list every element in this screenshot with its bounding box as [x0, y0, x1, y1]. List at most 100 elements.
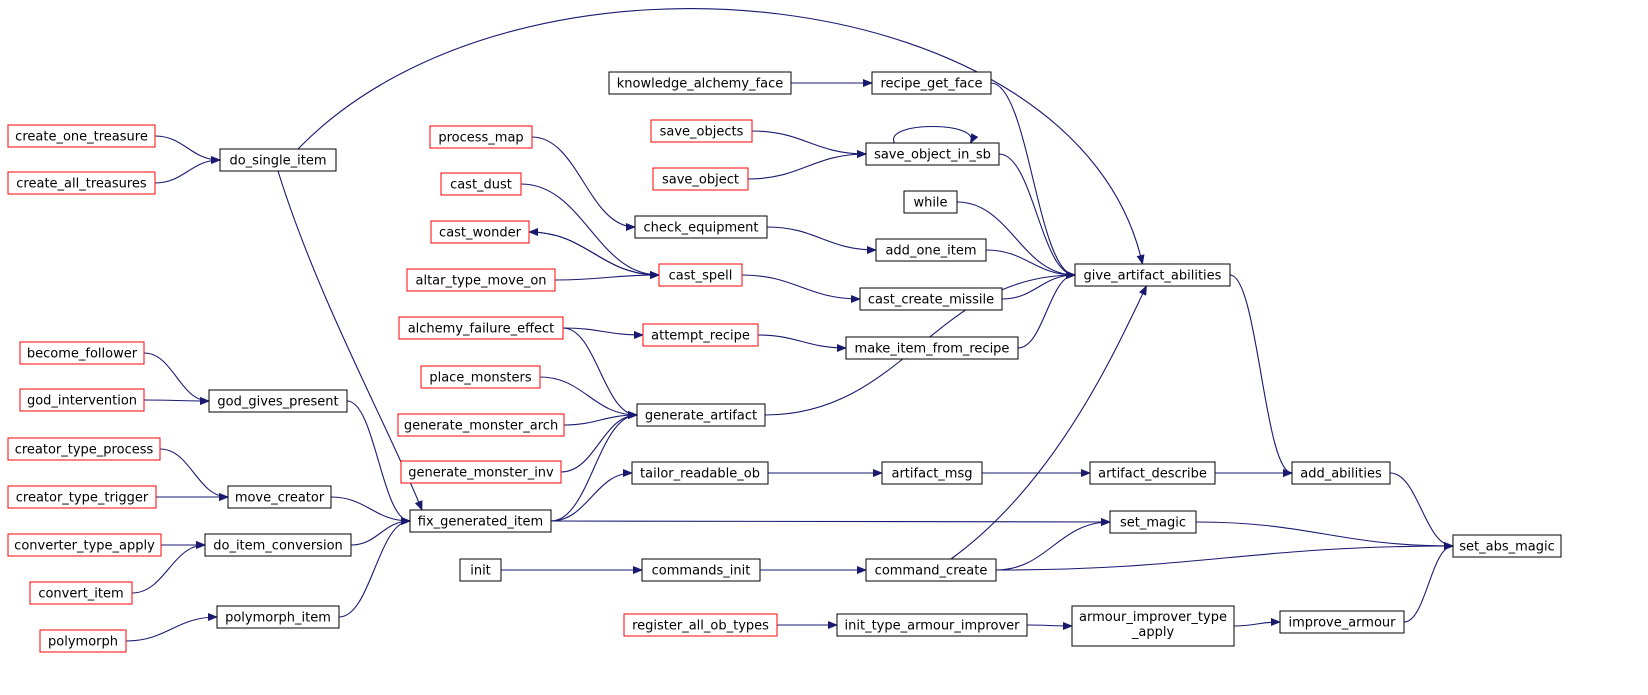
edge-cast_dust-to-cast_spell — [520, 183, 660, 279]
node-box — [865, 558, 997, 582]
edge-do_item_conversion-to-fix_generated_item — [350, 517, 411, 546]
node-process_map[interactable]: process_map — [429, 125, 533, 149]
edge-while-to-give_artifact_abilities — [956, 201, 1076, 279]
node-while[interactable]: while — [903, 190, 958, 214]
edge-polymorph_item-to-fix_generated_item — [338, 517, 411, 618]
node-armour_improver_type_apply[interactable]: armour_improver_type_apply — [1071, 605, 1235, 647]
edges-layer — [125, 8, 1454, 642]
node-artifact_describe[interactable]: artifact_describe — [1089, 461, 1216, 485]
node-set_magic[interactable]: set_magic — [1109, 510, 1197, 534]
node-save_objects[interactable]: save_objects — [650, 119, 753, 143]
node-box — [420, 365, 541, 389]
node-label: attempt_recipe — [651, 329, 750, 344]
node-recipe_get_face[interactable]: recipe_get_face — [871, 71, 992, 95]
node-label: make_item_from_recipe — [855, 342, 1010, 357]
node-label: cast_wonder — [439, 226, 522, 241]
edge-create_one_treasure-to-do_single_item — [154, 135, 221, 164]
node-label: save_object_in_sb — [874, 148, 991, 163]
node-label: armour_improver_type — [1079, 610, 1227, 625]
node-label: place_monsters — [429, 371, 532, 386]
node-do_item_conversion[interactable]: do_item_conversion — [204, 533, 352, 557]
node-label: add_one_item — [885, 244, 976, 259]
node-box — [636, 403, 766, 427]
node-attempt_recipe[interactable]: attempt_recipe — [642, 323, 759, 347]
node-label: knowledge_alchemy_face — [617, 77, 783, 92]
node-do_single_item[interactable]: do_single_item — [219, 148, 337, 172]
node-cast_spell[interactable]: cast_spell — [658, 263, 743, 287]
node-god_gives_present[interactable]: god_gives_present — [208, 389, 348, 413]
node-box — [204, 533, 352, 557]
node-box — [836, 613, 1028, 637]
node-place_monsters[interactable]: place_monsters — [420, 365, 541, 389]
node-save_object_in_sb[interactable]: save_object_in_sb — [865, 142, 1000, 166]
node-become_follower[interactable]: become_follower — [19, 341, 145, 365]
node-init_type_armour_improver[interactable]: init_type_armour_improver — [836, 613, 1028, 637]
node-generate_monster_arch[interactable]: generate_monster_arch — [397, 413, 565, 437]
node-box — [1071, 605, 1235, 647]
node-fix_generated_item[interactable]: fix_generated_item — [409, 509, 552, 533]
node-command_create[interactable]: command_create — [865, 558, 997, 582]
node-tailor_readable_ob[interactable]: tailor_readable_ob — [631, 461, 769, 485]
node-register_all_ob_types[interactable]: register_all_ob_types — [623, 613, 778, 637]
node-creator_type_trigger[interactable]: creator_type_trigger — [7, 485, 157, 509]
node-save_object[interactable]: save_object — [652, 167, 749, 191]
node-box — [29, 581, 133, 605]
node-converter_type_apply[interactable]: converter_type_apply — [7, 533, 162, 557]
node-polymorph[interactable]: polymorph — [39, 629, 127, 653]
node-init[interactable]: init — [459, 558, 502, 582]
node-box — [634, 215, 768, 239]
node-label: generate_monster_arch — [404, 419, 558, 434]
node-generate_artifact[interactable]: generate_artifact — [636, 403, 766, 427]
edge-alchemy_failure_effect-to-generate_artifact — [562, 327, 638, 419]
node-make_item_from_recipe[interactable]: make_item_from_recipe — [845, 336, 1019, 360]
node-box — [1074, 263, 1231, 287]
node-improve_armour[interactable]: improve_armour — [1279, 610, 1405, 634]
node-box — [7, 171, 156, 195]
node-create_all_treasures[interactable]: create_all_treasures — [7, 171, 156, 195]
node-label: command_create — [875, 564, 988, 579]
node-box — [650, 119, 753, 143]
node-convert_item[interactable]: convert_item — [29, 581, 133, 605]
edge-attempt_recipe-to-make_item_from_recipe — [757, 334, 847, 352]
node-label: generate_artifact — [645, 409, 757, 424]
node-add_one_item[interactable]: add_one_item — [875, 238, 987, 262]
node-cast_dust[interactable]: cast_dust — [440, 172, 522, 196]
edge-fix_generated_item-to-tailor_readable_ob — [550, 469, 633, 522]
node-check_equipment[interactable]: check_equipment — [634, 215, 768, 239]
node-creator_type_process[interactable]: creator_type_process — [7, 437, 161, 461]
edge-recipe_get_face-to-give_artifact_abilities — [990, 82, 1076, 279]
node-knowledge_alchemy_face[interactable]: knowledge_alchemy_face — [608, 71, 792, 95]
node-cast_wonder[interactable]: cast_wonder — [430, 220, 530, 244]
node-move_creator[interactable]: move_creator — [227, 485, 332, 509]
edge-generate_monster_arch-to-generate_artifact — [563, 411, 638, 426]
node-box — [608, 71, 792, 95]
node-god_intervention[interactable]: god_intervention — [19, 388, 145, 412]
node-label: cast_dust — [450, 178, 512, 193]
edge-process_map-to-check_equipment — [531, 136, 636, 231]
node-alchemy_failure_effect[interactable]: alchemy_failure_effect — [398, 316, 564, 340]
node-box — [406, 268, 556, 292]
node-cast_create_missile[interactable]: cast_create_missile — [859, 287, 1003, 311]
node-label: god_intervention — [27, 394, 137, 409]
node-altar_type_move_on[interactable]: altar_type_move_on — [406, 268, 556, 292]
node-artifact_msg[interactable]: artifact_msg — [881, 461, 983, 485]
node-label: add_abilities — [1300, 467, 1382, 482]
node-add_abilities[interactable]: add_abilities — [1291, 461, 1391, 485]
node-box — [1279, 610, 1405, 634]
node-label: move_creator — [235, 491, 325, 506]
node-label: _apply — [1131, 625, 1175, 640]
node-label: altar_type_move_on — [415, 274, 546, 289]
node-label: check_equipment — [644, 221, 759, 236]
node-box — [642, 323, 759, 347]
node-box — [398, 316, 564, 340]
node-polymorph_item[interactable]: polymorph_item — [216, 605, 340, 629]
node-give_artifact_abilities[interactable]: give_artifact_abilities — [1074, 263, 1231, 287]
node-set_abs_magic[interactable]: set_abs_magic — [1452, 534, 1562, 558]
node-commands_init[interactable]: commands_init — [641, 558, 761, 582]
node-label: creator_type_process — [15, 443, 154, 458]
node-create_one_treasure[interactable]: create_one_treasure — [7, 124, 156, 148]
node-generate_monster_inv[interactable]: generate_monster_inv — [400, 460, 562, 484]
node-label: convert_item — [38, 587, 123, 602]
edge-create_all_treasures-to-do_single_item — [154, 156, 221, 184]
